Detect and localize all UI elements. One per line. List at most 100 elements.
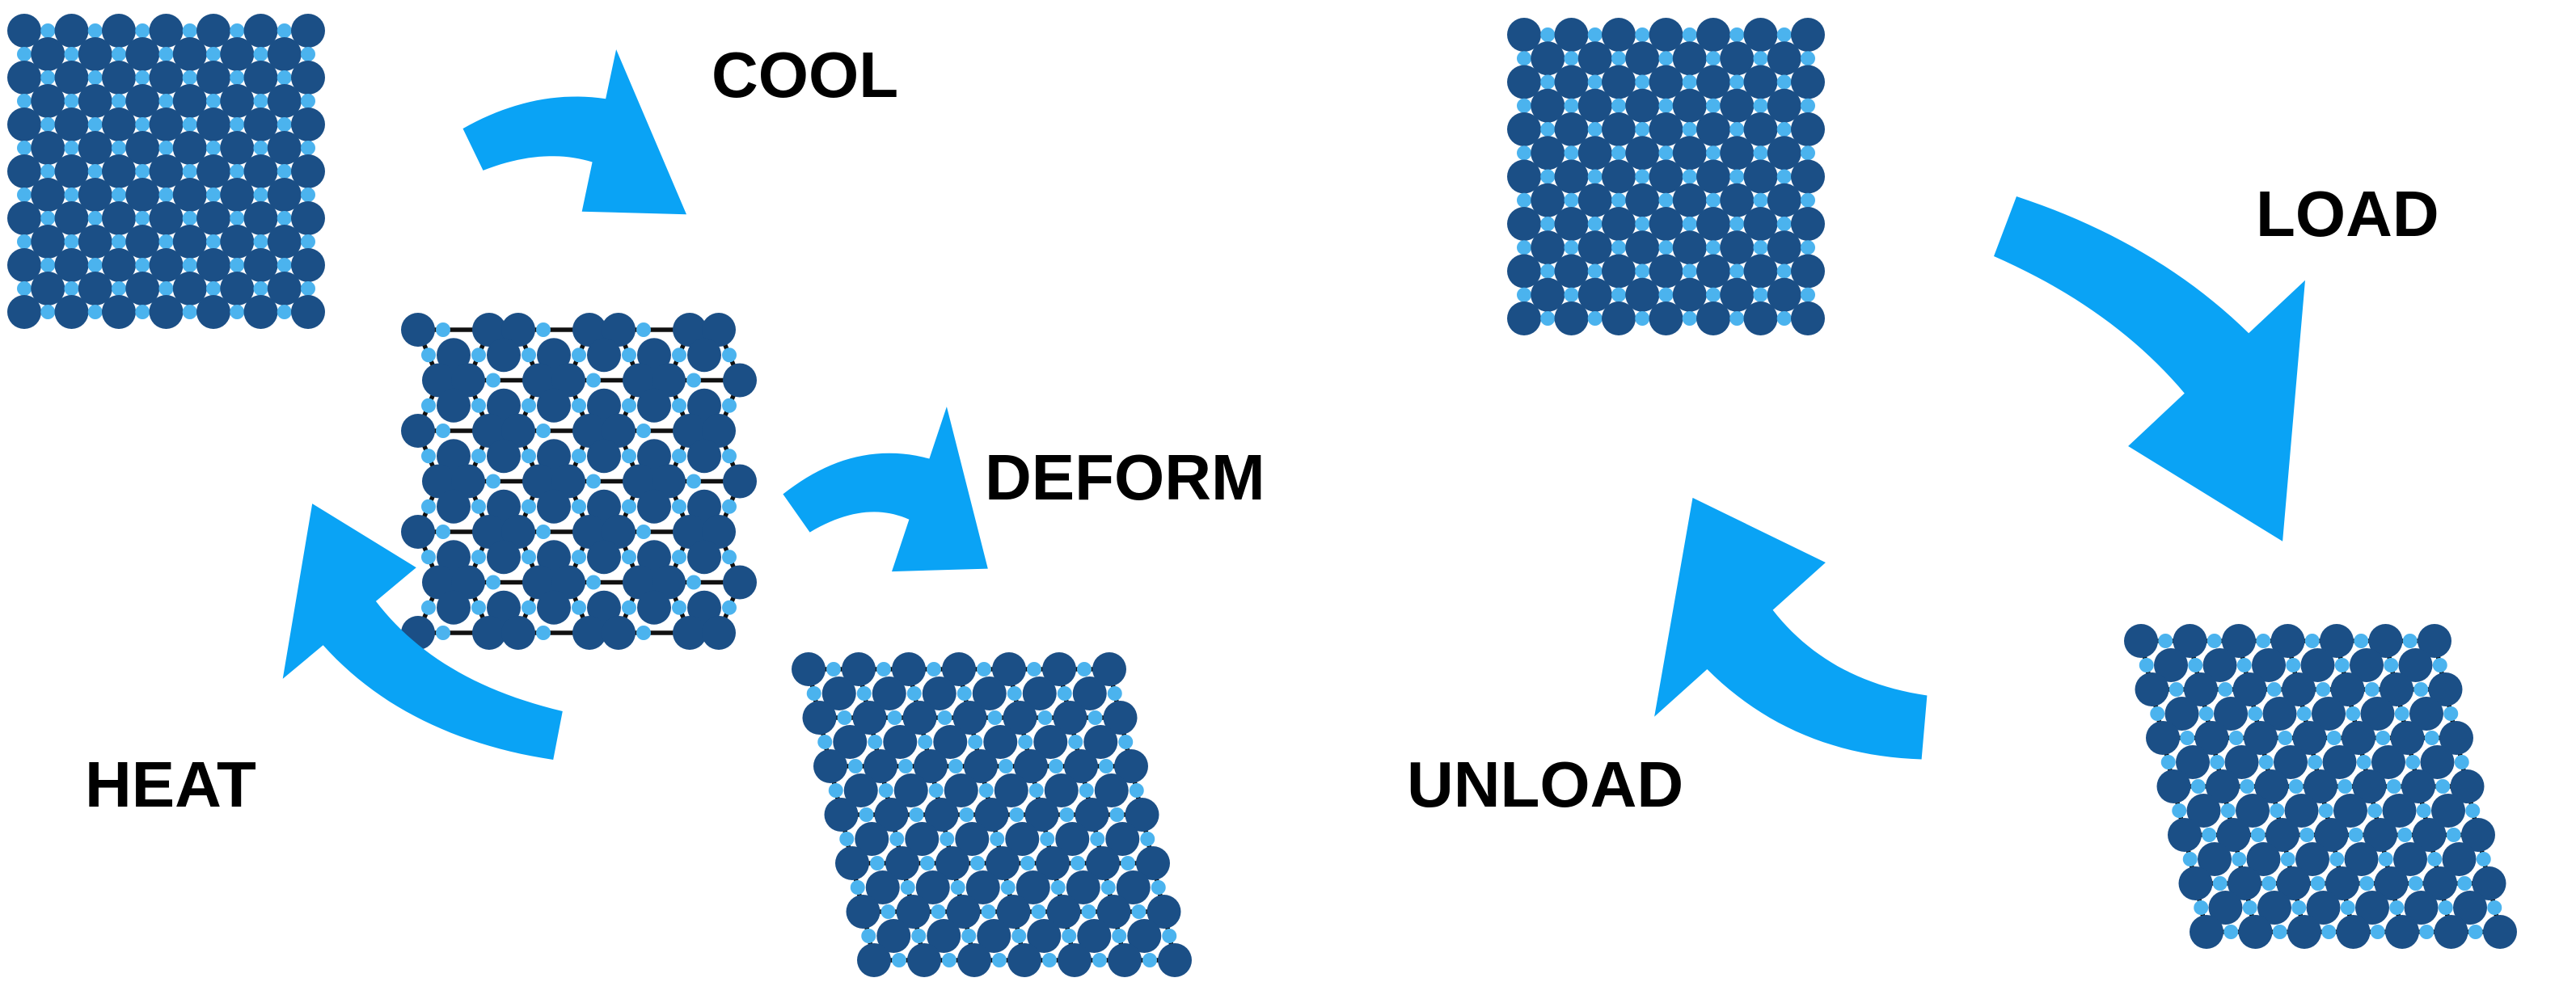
edge-atom	[253, 234, 268, 249]
corner-atom	[243, 201, 278, 235]
edge-atom	[64, 188, 79, 202]
edge-atom	[1706, 51, 1721, 66]
corner-atom	[451, 565, 485, 600]
corner-atom	[623, 363, 657, 398]
edge-atom	[2236, 658, 2252, 672]
center-atom	[537, 489, 571, 524]
center-atom	[1672, 230, 1707, 265]
edge-atom	[1635, 74, 1650, 90]
center-atom	[2295, 842, 2329, 876]
corner-atom	[1092, 652, 1126, 686]
edge-atom	[1729, 311, 1745, 326]
edge-atom	[522, 600, 536, 615]
edge-atom	[2424, 731, 2439, 745]
edge-atom	[158, 94, 174, 108]
edge-atom	[277, 211, 292, 225]
edge-atom	[277, 305, 292, 319]
corner-atom	[2418, 624, 2451, 658]
corner-atom	[1554, 301, 1589, 335]
center-atom	[220, 84, 255, 118]
edge-atom	[2316, 682, 2331, 697]
corner-atom	[602, 414, 636, 448]
center-atom	[2409, 697, 2443, 731]
center-atom	[922, 676, 956, 710]
corner-atom	[2178, 866, 2213, 900]
center-atom	[1577, 136, 1612, 171]
corner-atom	[472, 515, 506, 549]
austenite-lattice-right	[1507, 18, 1825, 335]
corner-atom	[702, 616, 736, 650]
edge-atom	[2321, 925, 2337, 939]
edge-atom	[421, 348, 436, 363]
edge-atom	[1776, 169, 1792, 184]
edge-atom	[876, 662, 891, 676]
center-atom	[267, 37, 302, 71]
corner-atom	[1696, 112, 1730, 146]
edge-atom	[182, 70, 197, 85]
edge-atom	[1776, 122, 1792, 137]
corner-atom	[149, 61, 184, 95]
center-atom	[2322, 745, 2357, 779]
corner-atom	[7, 14, 41, 48]
corner-atom	[1602, 301, 1636, 335]
corner-atom	[54, 295, 89, 329]
edge-atom	[1776, 74, 1792, 90]
edge-atom	[572, 449, 586, 464]
center-atom	[2306, 891, 2341, 925]
corner-atom	[1003, 701, 1037, 735]
center-atom	[2453, 891, 2487, 925]
center-atom	[267, 225, 302, 259]
edge-atom	[87, 211, 103, 225]
edge-atom	[1729, 27, 1745, 42]
corner-atom	[501, 515, 535, 549]
corner-atom	[1649, 254, 1683, 289]
edge-atom	[1517, 192, 1531, 208]
edge-atom	[2413, 682, 2429, 697]
edge-atom	[1517, 287, 1531, 302]
cool-arrow	[462, 49, 686, 215]
center-atom	[1077, 919, 1112, 953]
edge-atom	[2408, 876, 2423, 891]
edge-atom	[889, 832, 905, 846]
corner-atom	[2254, 769, 2289, 803]
center-atom	[1577, 183, 1612, 217]
edge-atom	[277, 164, 292, 179]
edge-atom	[1706, 240, 1721, 255]
corner-atom	[702, 313, 736, 347]
edge-atom	[586, 575, 601, 590]
center-atom	[1531, 136, 1565, 171]
edge-atom	[722, 550, 737, 565]
edge-atom	[931, 904, 946, 919]
corner-atom	[1507, 254, 1541, 289]
center-atom	[2431, 794, 2465, 828]
edge-atom	[522, 449, 536, 464]
center-atom	[905, 822, 940, 856]
edge-atom	[436, 626, 450, 640]
edge-atom	[1151, 880, 1166, 895]
corner-atom	[946, 895, 981, 929]
corner-atom	[196, 107, 230, 141]
unload-arrow	[1654, 497, 1928, 760]
edge-atom	[722, 348, 737, 363]
heat-arrow	[282, 504, 563, 760]
corner-atom	[1507, 65, 1541, 99]
corner-atom	[2216, 818, 2251, 852]
edge-atom	[277, 70, 292, 85]
corner-atom	[1014, 749, 1048, 783]
edge-atom	[135, 305, 150, 319]
corner-atom	[1554, 65, 1589, 99]
edge-atom	[87, 70, 103, 85]
edge-atom	[2250, 828, 2266, 842]
corner-atom	[522, 565, 556, 600]
deform-arrow	[783, 407, 988, 572]
edge-atom	[230, 23, 245, 38]
corner-atom	[1696, 301, 1730, 335]
edge-atom	[301, 281, 315, 296]
center-atom	[2404, 891, 2439, 925]
edge-atom	[2220, 803, 2236, 818]
edge-atom	[40, 305, 56, 319]
edge-atom	[1635, 311, 1650, 326]
edge-atom	[17, 47, 32, 61]
edge-atom	[928, 783, 944, 798]
corner-atom	[7, 154, 41, 188]
